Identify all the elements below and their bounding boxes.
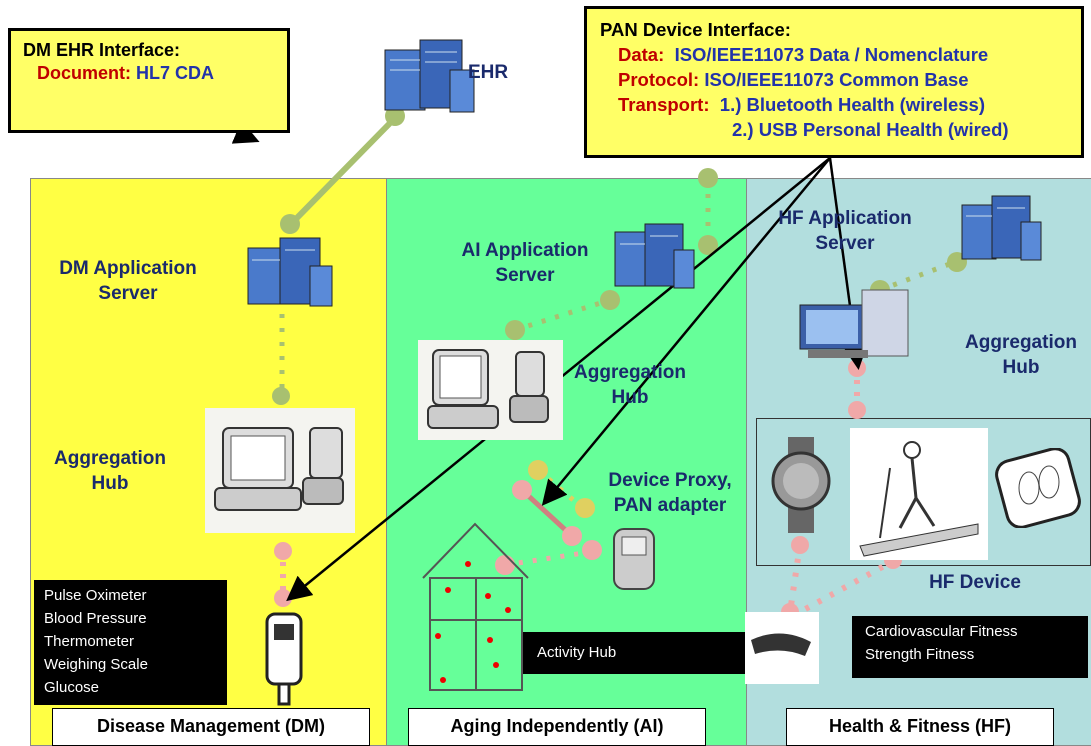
link-dot: [512, 480, 532, 500]
treadmill-icon: [850, 428, 988, 560]
link-dot: [272, 387, 290, 405]
tab-aging-independently: Aging Independently (AI): [408, 708, 706, 746]
hf-fitness-item: Cardiovascular Fitness: [865, 623, 1018, 640]
dm-ehr-box-title: DM EHR Interface:: [23, 40, 181, 60]
pan-adapter-icon: [610, 525, 660, 595]
ai-server-label: AI Application Server: [461, 240, 589, 286]
link-dot: [582, 540, 602, 560]
transport-key: Transport: [618, 94, 704, 115]
link-dot: [698, 235, 718, 255]
data-key: Data: [618, 44, 659, 65]
hf-strap-link: [787, 544, 803, 613]
dm-ehr-interface-box: DM EHR Interface: Document: HL7 CDA: [8, 28, 290, 133]
link-dot: [528, 460, 548, 480]
link-dot: [385, 106, 405, 126]
ai-hub-device-icon: [418, 340, 563, 440]
ai-activity-link: [504, 549, 591, 568]
pan-device-interface-box: PAN Device Interface: Data: ISO/IEEE1107…: [584, 6, 1084, 158]
document-key: Document: [37, 63, 126, 83]
transport-2: 2.) USB Personal Health (wired): [732, 119, 1009, 140]
dm-device-item: Thermometer: [44, 633, 135, 650]
ai-server-hub-link: [514, 297, 611, 333]
chest-strap-icon: [745, 612, 819, 684]
ai-proxy-label: Device Proxy, PAN adapter: [608, 470, 732, 516]
activity-house-icon: [418, 520, 533, 695]
link-dot: [562, 526, 582, 546]
dm-device-item: Pulse Oximeter: [44, 587, 147, 604]
dm-hub-label: Aggregation Hub: [54, 448, 166, 494]
hf-fitness-list: Cardiovascular Fitness Strength Fitness: [852, 616, 1088, 678]
link-dot: [575, 498, 595, 518]
tab-health-fitness: Health & Fitness (HF): [786, 708, 1054, 746]
dm-device-item: Blood Pressure: [44, 610, 147, 627]
hf-fitness-item: Strength Fitness: [865, 646, 975, 663]
hf-server-label: HF Application Server: [778, 208, 912, 254]
hf-desktop-pc-icon: [799, 289, 909, 358]
dm-server-label: DM Application Server: [59, 258, 197, 304]
ehr-server-icon: [384, 39, 475, 113]
link-dot: [791, 536, 809, 554]
pan-ai-arrow: [541, 157, 831, 506]
protocol-key: Protocol:: [618, 69, 700, 90]
dm-server-icon: [247, 237, 333, 307]
document-value: HL7 CDA: [136, 63, 215, 83]
pan-box-title: PAN Device Interface:: [600, 19, 791, 40]
ai-proxy-wire: [520, 488, 574, 538]
ai-server-icon: [614, 223, 695, 289]
ehr-label: EHR: [468, 62, 509, 83]
link-dot: [274, 542, 292, 560]
transport-1: 1.) Bluetooth Health (wireless): [719, 94, 985, 115]
dm-ehr-link: [287, 115, 398, 228]
data-value: ISO/IEEE11073 Data / Nomenclature: [674, 44, 989, 65]
link-dot: [280, 214, 300, 234]
ai-hub-label: Aggregation Hub: [574, 362, 686, 408]
link-dot: [505, 320, 525, 340]
dm-hub-device-icon: [205, 408, 355, 533]
dm-device-item: Weighing Scale: [44, 656, 148, 673]
hf-hub-label: Aggregation Hub: [965, 332, 1077, 378]
hf-server-icon: [961, 195, 1042, 261]
link-dot: [848, 401, 866, 419]
hf-device-label: HF Device: [929, 572, 1021, 593]
dm-device-item: Glucose: [44, 679, 100, 696]
dm-device-list: Pulse Oximeter Blood Pressure Thermomete…: [34, 580, 227, 705]
glucose-meter-icon: [262, 610, 308, 710]
link-dot: [698, 168, 718, 188]
activity-hub-label: Activity Hub: [537, 644, 617, 661]
tab-disease-management: Disease Management (DM): [52, 708, 370, 746]
protocol-value: ISO/IEEE11073 Common Base: [704, 69, 969, 90]
weighing-scale-icon: [993, 448, 1083, 528]
heart-rate-watch-icon: [768, 435, 834, 535]
activity-hub-box: Activity Hub: [523, 632, 745, 674]
link-dot: [600, 290, 620, 310]
